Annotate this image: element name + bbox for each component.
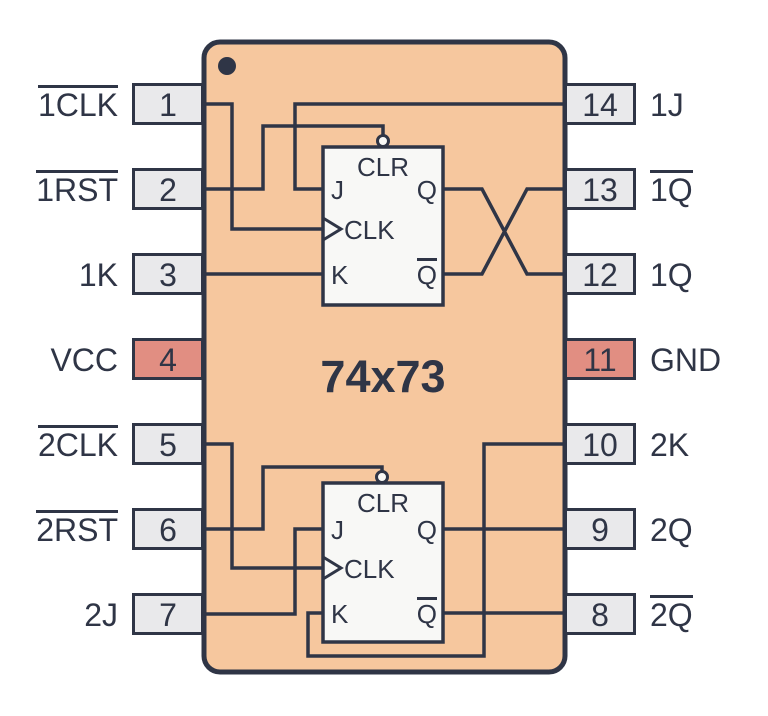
pin1-indicator-dot bbox=[218, 57, 236, 75]
ff2-j-label: J bbox=[331, 515, 344, 546]
ff2-q-label: Q bbox=[416, 515, 437, 546]
ff2-clk-edge-icon bbox=[322, 555, 344, 581]
ff1-q-label: Q bbox=[416, 175, 437, 206]
pin-label-2q-bar: 2Q bbox=[650, 595, 693, 634]
pin-5: 5 bbox=[132, 423, 204, 465]
ff1-clr-bubble-icon bbox=[376, 134, 390, 148]
ff1-body bbox=[321, 145, 445, 307]
ff1-clr-label: CLR bbox=[356, 152, 409, 183]
ff1-k-label: K bbox=[331, 260, 349, 291]
wire-1j-to-ff1-j bbox=[293, 102, 568, 191]
pin-label-2k: 2K bbox=[650, 427, 690, 464]
ff2-qbar-label: Q bbox=[416, 597, 437, 630]
ff2-clr-label: CLR bbox=[356, 488, 409, 519]
pin-10: 10 bbox=[564, 423, 636, 465]
ff2-clk-label: CLK bbox=[344, 554, 395, 585]
wires bbox=[200, 102, 568, 658]
pin-8: 8 bbox=[564, 593, 636, 635]
wire-2rst-to-ff2-clr bbox=[200, 465, 384, 531]
ff2-k-label: K bbox=[331, 599, 349, 630]
pin-label-1q: 1Q bbox=[650, 257, 693, 294]
pin-label-1q-bar: 1Q bbox=[650, 170, 693, 209]
pin-label-gnd: GND bbox=[650, 342, 722, 379]
pin-7: 7 bbox=[132, 593, 204, 635]
ff2-clr-bubble-icon bbox=[375, 470, 389, 484]
ff1-j-label: J bbox=[331, 175, 344, 206]
pin-label-1clk: 1CLK bbox=[37, 85, 118, 124]
pin-4-vcc: 4 bbox=[132, 338, 204, 380]
pin-9: 9 bbox=[564, 508, 636, 550]
wire-ff1-qbar-to-pin13 bbox=[443, 187, 568, 276]
pin-12: 12 bbox=[564, 253, 636, 295]
chip-title: 74x73 bbox=[320, 351, 446, 402]
pin-2: 2 bbox=[132, 168, 204, 210]
ff1-qbar-label: Q bbox=[416, 258, 437, 291]
pin-6: 6 bbox=[132, 508, 204, 550]
pin-label-1rst: 1RST bbox=[36, 170, 118, 209]
pin-3: 3 bbox=[132, 253, 204, 295]
pin-label-2q: 2Q bbox=[650, 512, 693, 549]
pin-label-2j: 2J bbox=[84, 597, 118, 634]
pin-label-2clk: 2CLK bbox=[37, 425, 118, 464]
pin-label-2rst: 2RST bbox=[36, 510, 118, 549]
pin-14: 14 bbox=[564, 83, 636, 125]
pin-label-vcc: VCC bbox=[50, 342, 118, 379]
pin-13: 13 bbox=[564, 168, 636, 210]
ff1-clk-edge-icon bbox=[322, 216, 344, 242]
wire-2clk-to-ff2-clk bbox=[200, 442, 323, 570]
pin-label-1k: 1K bbox=[78, 257, 118, 294]
pin-label-1j: 1J bbox=[650, 87, 684, 124]
wire-2k-to-ff2-k bbox=[306, 442, 568, 658]
ff1-clk-label: CLK bbox=[344, 215, 395, 246]
pin-11-gnd: 11 bbox=[564, 338, 636, 380]
wire-1clk-to-ff1-clk bbox=[200, 102, 323, 231]
pin-1: 1 bbox=[132, 83, 204, 125]
wire-2j-to-ff2-j bbox=[200, 527, 323, 616]
wire-1rst-to-ff1-clr bbox=[200, 124, 385, 191]
